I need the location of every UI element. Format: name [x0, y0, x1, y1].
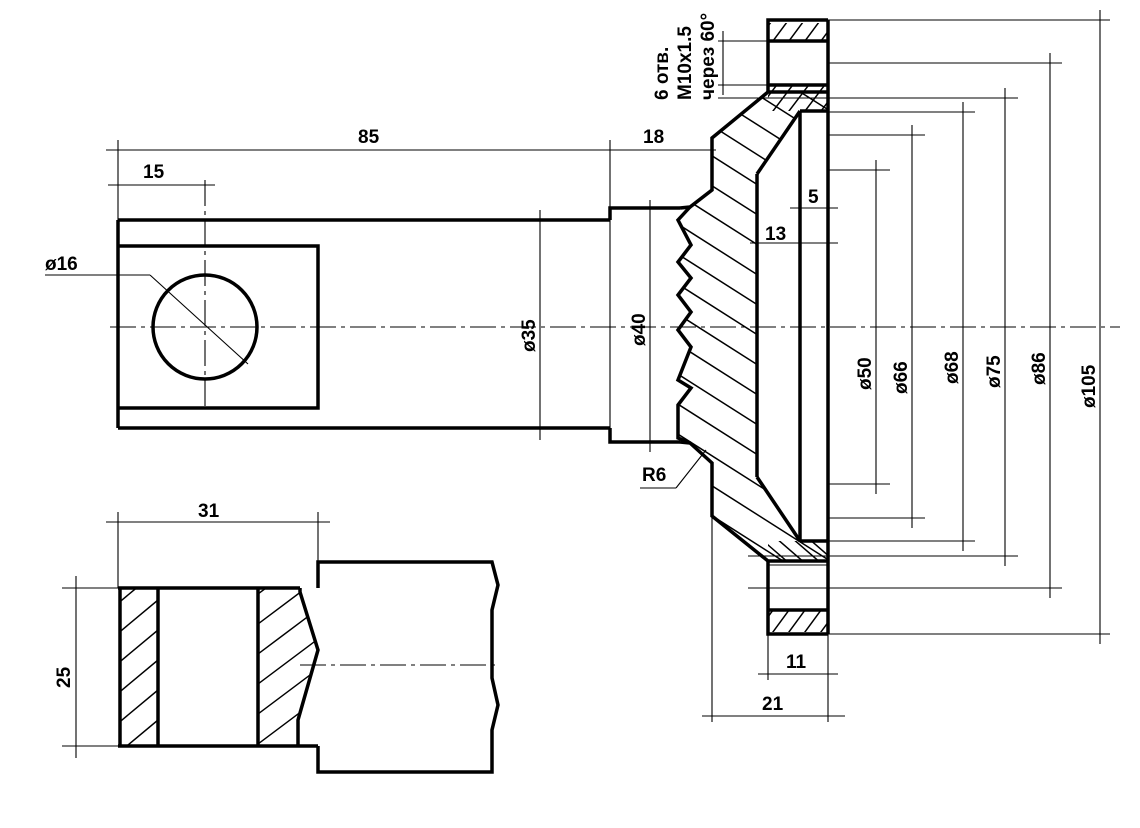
dimension-labels: 85 15 18 ø16 ø35 ø40 5 13 ø50 ø66 ø68 ø7… — [45, 127, 1100, 715]
thread-note-line2: М10х1.5 — [675, 26, 696, 100]
hatching-lower-view — [120, 588, 318, 746]
thread-note-line1: 6 отв. — [652, 47, 673, 100]
dim-radius-6: R6 — [642, 465, 666, 486]
cross-hole — [151, 180, 259, 410]
dim-13: 13 — [765, 224, 786, 245]
dim-21: 21 — [762, 694, 784, 715]
dim-dia-86: ø86 — [1029, 352, 1050, 385]
dim-dia-50: ø50 — [855, 357, 876, 390]
dim-dia-66: ø66 — [891, 361, 912, 394]
dim-dia-40: ø40 — [629, 313, 650, 346]
thread-note: 6 отв. М10х1.5 через 60° — [652, 13, 719, 100]
dim-25: 25 — [54, 666, 75, 688]
dimension-lines — [45, 10, 1110, 758]
dim-11: 11 — [786, 652, 807, 673]
dim-dia-68: ø68 — [942, 351, 963, 384]
dim-dia-35: ø35 — [519, 319, 540, 352]
dim-dia-75: ø75 — [984, 355, 1005, 388]
dim-18: 18 — [643, 127, 664, 148]
dim-dia-105: ø105 — [1079, 364, 1100, 408]
dim-15: 15 — [143, 162, 165, 183]
dim-hole-16: ø16 — [45, 254, 78, 275]
dim-85: 85 — [358, 127, 380, 148]
shaft-body — [116, 206, 680, 444]
thread-note-line3: через 60° — [698, 13, 719, 100]
dim-31: 31 — [198, 501, 220, 522]
lower-view — [118, 560, 500, 774]
dim-5: 5 — [808, 187, 819, 208]
